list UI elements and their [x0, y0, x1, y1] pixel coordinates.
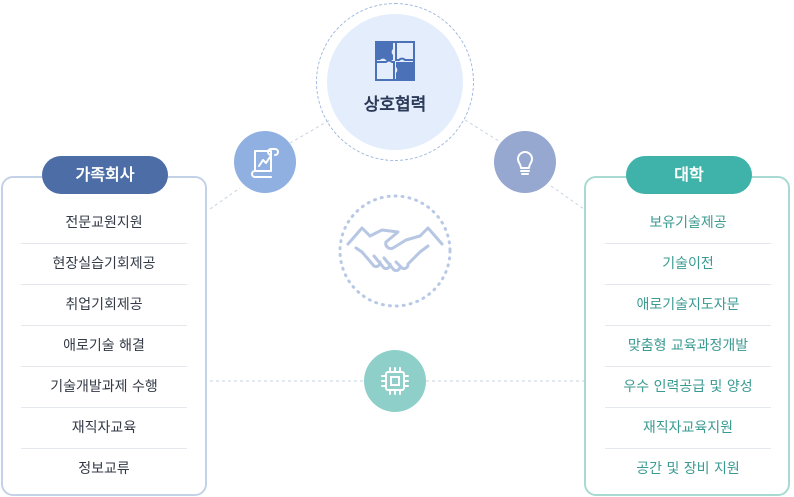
list-item: 공간 및 장비 지원: [636, 461, 740, 477]
chip-icon: [381, 367, 409, 395]
handshake-icon: [338, 194, 452, 308]
list-item: 취업기회제공: [21, 285, 187, 326]
list-item: 정보교류: [78, 461, 130, 477]
university-title: 대학: [626, 156, 752, 194]
university-panel: [584, 176, 790, 496]
center-hub: [327, 14, 463, 150]
family-company-list: 전문교원지원 현장실습기회제공 취업기회제공 애로기술 해결 기술개발과제 수행…: [21, 203, 187, 489]
puzzle-icon: [375, 41, 415, 81]
list-item: 전문교원지원: [21, 203, 187, 244]
lightbulb-badge: [494, 131, 556, 193]
list-item: 현장실습기회제공: [21, 244, 187, 285]
list-item: 보유기술제공: [605, 203, 771, 244]
list-item: 재직자교육: [21, 408, 187, 449]
center-hub-ring: [316, 3, 474, 161]
chip-badge: [364, 350, 426, 412]
family-company-title: 가족회사: [42, 156, 168, 194]
list-item: 맞춤형 교육과정개발: [605, 326, 771, 367]
list-item: 재직자교육지원: [605, 408, 771, 449]
list-item: 애로기술 해결: [21, 326, 187, 367]
lightbulb-icon: [517, 151, 533, 175]
list-item: 기술이전: [605, 244, 771, 285]
document-chart-icon: [251, 148, 279, 178]
center-title: 상호협력: [363, 95, 427, 115]
university-list: 보유기술제공 기술이전 애로기술지도자문 맞춤형 교육과정개발 우수 인력공급 …: [605, 203, 771, 489]
list-item: 기술개발과제 수행: [21, 367, 187, 408]
handshake-graphic: [338, 194, 452, 308]
list-item: 애로기술지도자문: [605, 285, 771, 326]
document-chart-badge: [234, 131, 296, 193]
list-item: 우수 인력공급 및 양성: [605, 367, 771, 408]
